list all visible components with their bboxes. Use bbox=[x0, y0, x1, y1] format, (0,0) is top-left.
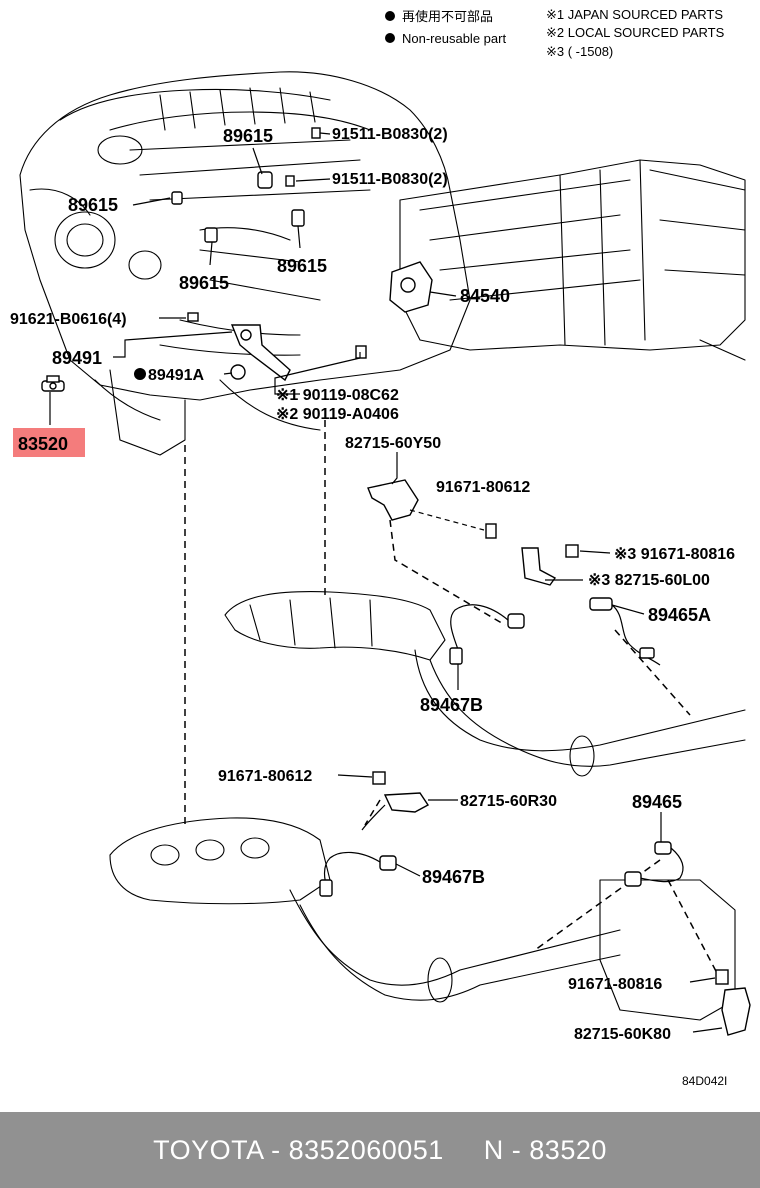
label-82715-60r30[interactable]: 82715-60R30 bbox=[460, 793, 557, 810]
label-84540[interactable]: 84540 bbox=[460, 286, 510, 306]
oil-pressure-switch-83520-icon bbox=[41, 375, 65, 392]
label-91671-80816[interactable]: ※3 91671-80816 bbox=[614, 546, 735, 563]
bolt-90119-icon bbox=[355, 345, 367, 359]
part-labels: 89615 91511-B0830(2) 91511-B0830(2) 8961… bbox=[10, 126, 735, 1088]
label-91621-b0616[interactable]: 91621-B0616(4) bbox=[10, 311, 127, 328]
non-reusable-bullet-icon bbox=[385, 11, 395, 21]
label-89465[interactable]: 89465 bbox=[632, 792, 682, 812]
label-89491[interactable]: 89491 bbox=[52, 348, 102, 368]
bolt-91671-80612-icon bbox=[485, 523, 497, 539]
bracket-82715-60y50-icon bbox=[367, 479, 419, 521]
label-91671-80816[interactable]: 91671-80816 bbox=[568, 976, 662, 993]
legend-note-3: ※3 ( -1508) bbox=[546, 44, 613, 59]
label-89615[interactable]: 89615 bbox=[223, 126, 273, 146]
bracket-82715-60r30-icon bbox=[383, 792, 430, 813]
bolt-91511-icon bbox=[285, 175, 295, 187]
parts-diagram: 再使用不可部品 Non-reusable part ※1 JAPAN SOURC… bbox=[10, 7, 751, 1088]
upper-exhaust-outline bbox=[224, 591, 746, 777]
label-90119-08c62[interactable]: ※1 90119-08C62 bbox=[276, 387, 399, 404]
label-91671-80612[interactable]: 91671-80612 bbox=[436, 479, 530, 496]
bolt-91671-80612-icon bbox=[372, 771, 386, 785]
legend-note-2: ※2 LOCAL SOURCED PARTS bbox=[546, 25, 725, 40]
air-fuel-sensor-89467b-icon bbox=[319, 851, 397, 897]
label-82715-60y50[interactable]: 82715-60Y50 bbox=[345, 435, 441, 452]
label-82715-60l00[interactable]: ※3 82715-60L00 bbox=[588, 572, 710, 589]
sensor-89615-icon bbox=[204, 227, 218, 243]
sensor-89615-icon bbox=[257, 171, 273, 189]
bolt-91671-80816-icon bbox=[565, 544, 579, 558]
bolt-91621-icon bbox=[187, 312, 199, 322]
label-90119-a0406[interactable]: ※2 90119-A0406 bbox=[276, 406, 399, 423]
footer-part-info: TOYOTA - 8352060051 N - 83520 bbox=[153, 1134, 607, 1165]
sensor-89615-icon bbox=[291, 209, 305, 227]
label-89467b[interactable]: 89467B bbox=[420, 695, 483, 715]
assembly-lines bbox=[184, 420, 719, 976]
bracket-82715-60l00-icon bbox=[521, 547, 557, 586]
transmission-outline bbox=[399, 159, 746, 361]
label-91511-b0830[interactable]: 91511-B0830(2) bbox=[332, 126, 448, 143]
label-89615[interactable]: 89615 bbox=[179, 273, 229, 293]
diagram-code: 84D042I bbox=[682, 1074, 727, 1088]
grommet-89491a-icon bbox=[230, 364, 246, 380]
label-83520[interactable]: 83520 bbox=[18, 434, 68, 454]
non-reusable-dot-icon bbox=[134, 368, 146, 380]
label-89615[interactable]: 89615 bbox=[277, 256, 327, 276]
footer-bar: TOYOTA - 8352060051 N - 83520 bbox=[0, 1112, 760, 1188]
non-reusable-bullet-icon bbox=[385, 33, 395, 43]
label-89615[interactable]: 89615 bbox=[68, 195, 118, 215]
highlight-box bbox=[13, 428, 85, 457]
bracket-82715-60k80-icon bbox=[721, 987, 751, 1036]
legend-en-text: Non-reusable part bbox=[402, 31, 506, 46]
label-89465a[interactable]: 89465A bbox=[648, 605, 711, 625]
legend: 再使用不可部品 Non-reusable part ※1 JAPAN SOURC… bbox=[385, 7, 725, 59]
label-91671-80612[interactable]: 91671-80612 bbox=[218, 768, 312, 785]
engine-outline bbox=[19, 71, 471, 456]
leader-lines bbox=[49, 132, 723, 1033]
bolt-91671-80816-icon bbox=[715, 969, 729, 985]
oxygen-sensor-89465-icon bbox=[624, 841, 684, 887]
air-fuel-sensor-89467b-icon bbox=[449, 604, 525, 665]
parts bbox=[41, 127, 751, 1036]
label-89491a[interactable]: 89491A bbox=[148, 367, 204, 384]
bolt-91511-icon bbox=[311, 127, 321, 139]
legend-jp-text: 再使用不可部品 bbox=[402, 9, 493, 24]
oxygen-sensor-89465a-icon bbox=[589, 597, 661, 666]
sensor-89615-icon bbox=[171, 191, 183, 205]
label-91511-b0830[interactable]: 91511-B0830(2) bbox=[332, 171, 448, 188]
label-89467b[interactable]: 89467B bbox=[422, 867, 485, 887]
legend-note-1: ※1 JAPAN SOURCED PARTS bbox=[546, 7, 723, 22]
label-82715-60k80[interactable]: 82715-60K80 bbox=[574, 1026, 671, 1043]
